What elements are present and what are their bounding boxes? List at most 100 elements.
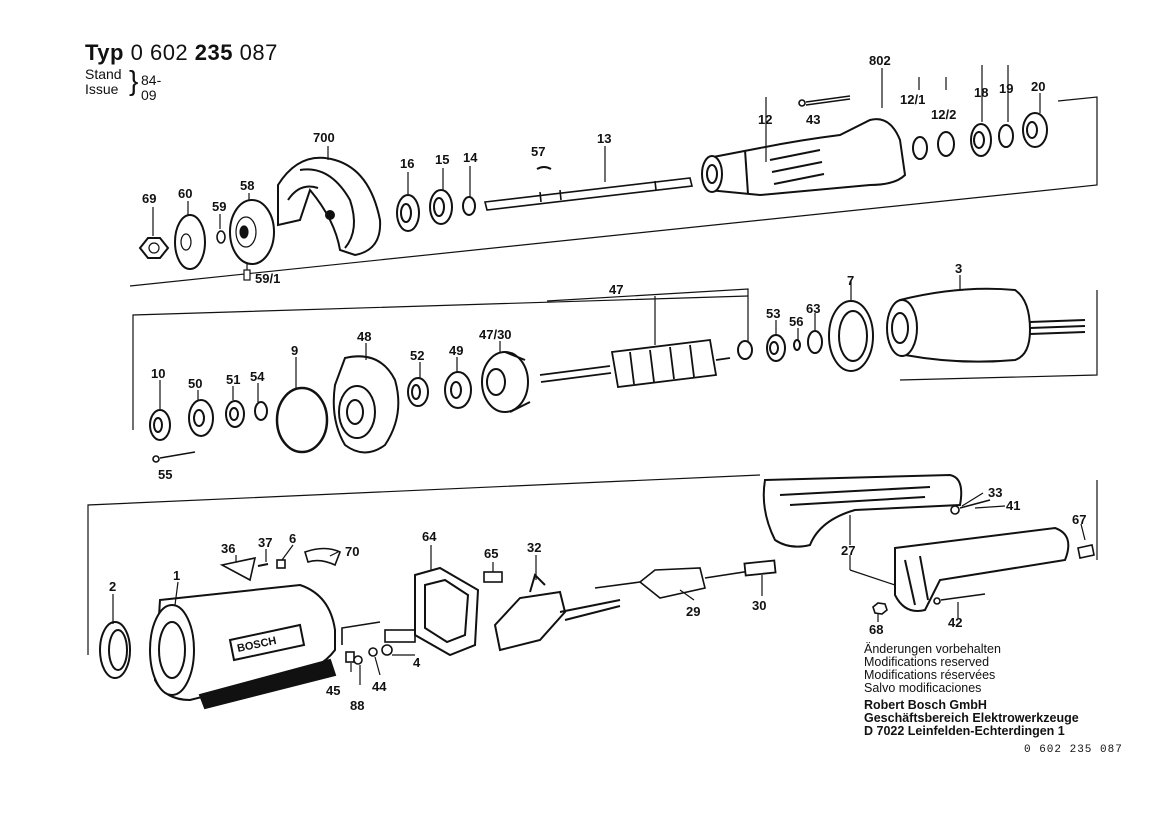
key-57 [536,166,552,170]
screw-44 [368,647,378,657]
company-address: D 7022 Leinfelden-Echterdingen 1 [864,724,1065,738]
label-68: 68 [869,622,883,637]
label-9: 9 [291,343,298,358]
shaft-13 [484,177,693,211]
company-block: Robert Bosch GmbH Geschäftsbereich Elekt… [864,699,1079,738]
label-41: 41 [1006,498,1020,513]
label-20: 20 [1031,79,1045,94]
issue-date: 84-09 [141,72,162,103]
screw-6 [276,559,286,569]
screw-33 [950,499,991,515]
disc-58 [229,199,275,265]
modifications-notice: Änderungen vorbehalten Modifications res… [864,643,1001,695]
type-header: Typ 0 602 235 087 [85,40,278,66]
label-53: 53 [766,306,780,321]
label-13: 13 [597,131,611,146]
label-51: 51 [226,372,240,387]
brush-holder-4 [384,629,416,643]
label-59-1: 59/1 [255,271,280,286]
circlip-59 [216,230,226,244]
label-2: 2 [109,579,116,594]
armature-47 [539,339,731,388]
document-number: 0 602 235 087 [1024,744,1123,756]
label-49: 49 [449,343,463,358]
label-65: 65 [484,546,498,561]
label-10: 10 [151,366,165,381]
issue-label: Issue [85,81,119,97]
row2-frame-right [899,290,1098,381]
label-29: 29 [686,604,700,619]
ring-12-1 [912,136,928,160]
switch-32 [493,573,621,652]
label-48: 48 [357,329,371,344]
label-59: 59 [212,199,226,214]
label-12-1: 12/1 [900,92,925,107]
screw-42 [933,593,986,605]
o-ring-63 [807,330,823,354]
sleeve-30 [743,559,777,577]
label-57: 57 [531,144,545,159]
plug-67 [1077,544,1095,559]
note-fr: Modifications réservées [864,668,996,682]
screw-55 [152,451,196,463]
label-56: 56 [789,314,803,329]
brush-65 [483,571,503,583]
label-18: 18 [974,85,988,100]
bearing-16 [396,194,420,232]
label-69: 69 [142,191,156,206]
stand-issue-block: Stand Issue } 84-09 [85,67,161,103]
flange-60 [174,214,206,270]
label-32: 32 [527,540,541,555]
label-50: 50 [188,376,202,391]
label-12-2: 12/2 [931,107,956,122]
label-45: 45 [326,683,340,698]
label-36: 36 [221,541,235,556]
label-700: 700 [313,130,335,145]
note-de: Änderungen vorbehalten [864,642,1001,656]
gear-20 [1022,112,1048,148]
screw-43 [798,95,851,107]
ring-12-2 [937,131,955,157]
bearing-51 [225,400,245,428]
label-64: 64 [422,529,437,544]
o-ring-9 [275,386,329,454]
bearing-49 [444,371,472,409]
key-wrench [341,621,381,645]
ring-2 [99,621,131,679]
label-55: 55 [158,467,172,482]
label-6: 6 [289,531,296,546]
housing-12 [701,118,907,197]
label-42: 42 [948,615,962,630]
typ-number-a: 0 602 [130,40,189,65]
label-37: 37 [258,535,272,550]
ring-54 [254,401,268,421]
label-7: 7 [847,273,854,288]
label-16: 16 [400,156,414,171]
row3-frame [87,474,761,655]
company-name: Robert Bosch GmbH [864,698,987,712]
label-36 [219,556,257,582]
label-52: 52 [410,348,424,363]
label-70: 70 [345,544,359,559]
terminal-4 [381,644,393,656]
label-63: 63 [806,301,820,316]
label-802: 802 [869,53,891,68]
bearing-15 [429,189,453,225]
label-67: 67 [1072,512,1086,527]
label-54: 54 [250,369,265,384]
nut-69 [138,237,170,259]
washer-19 [998,124,1014,148]
label-4: 4 [413,655,421,670]
fan-47-30 [481,351,531,413]
label-58: 58 [240,178,254,193]
label-33: 33 [988,485,1002,500]
row2-frame [132,295,749,430]
label-60: 60 [178,186,192,201]
label-43: 43 [806,112,820,127]
stator-3 [886,287,1086,363]
label-19: 19 [999,81,1013,96]
label-47-30: 47/30 [479,327,512,342]
typ-number-b: 235 [194,40,234,65]
note-es: Salvo modificaciones [864,681,982,695]
